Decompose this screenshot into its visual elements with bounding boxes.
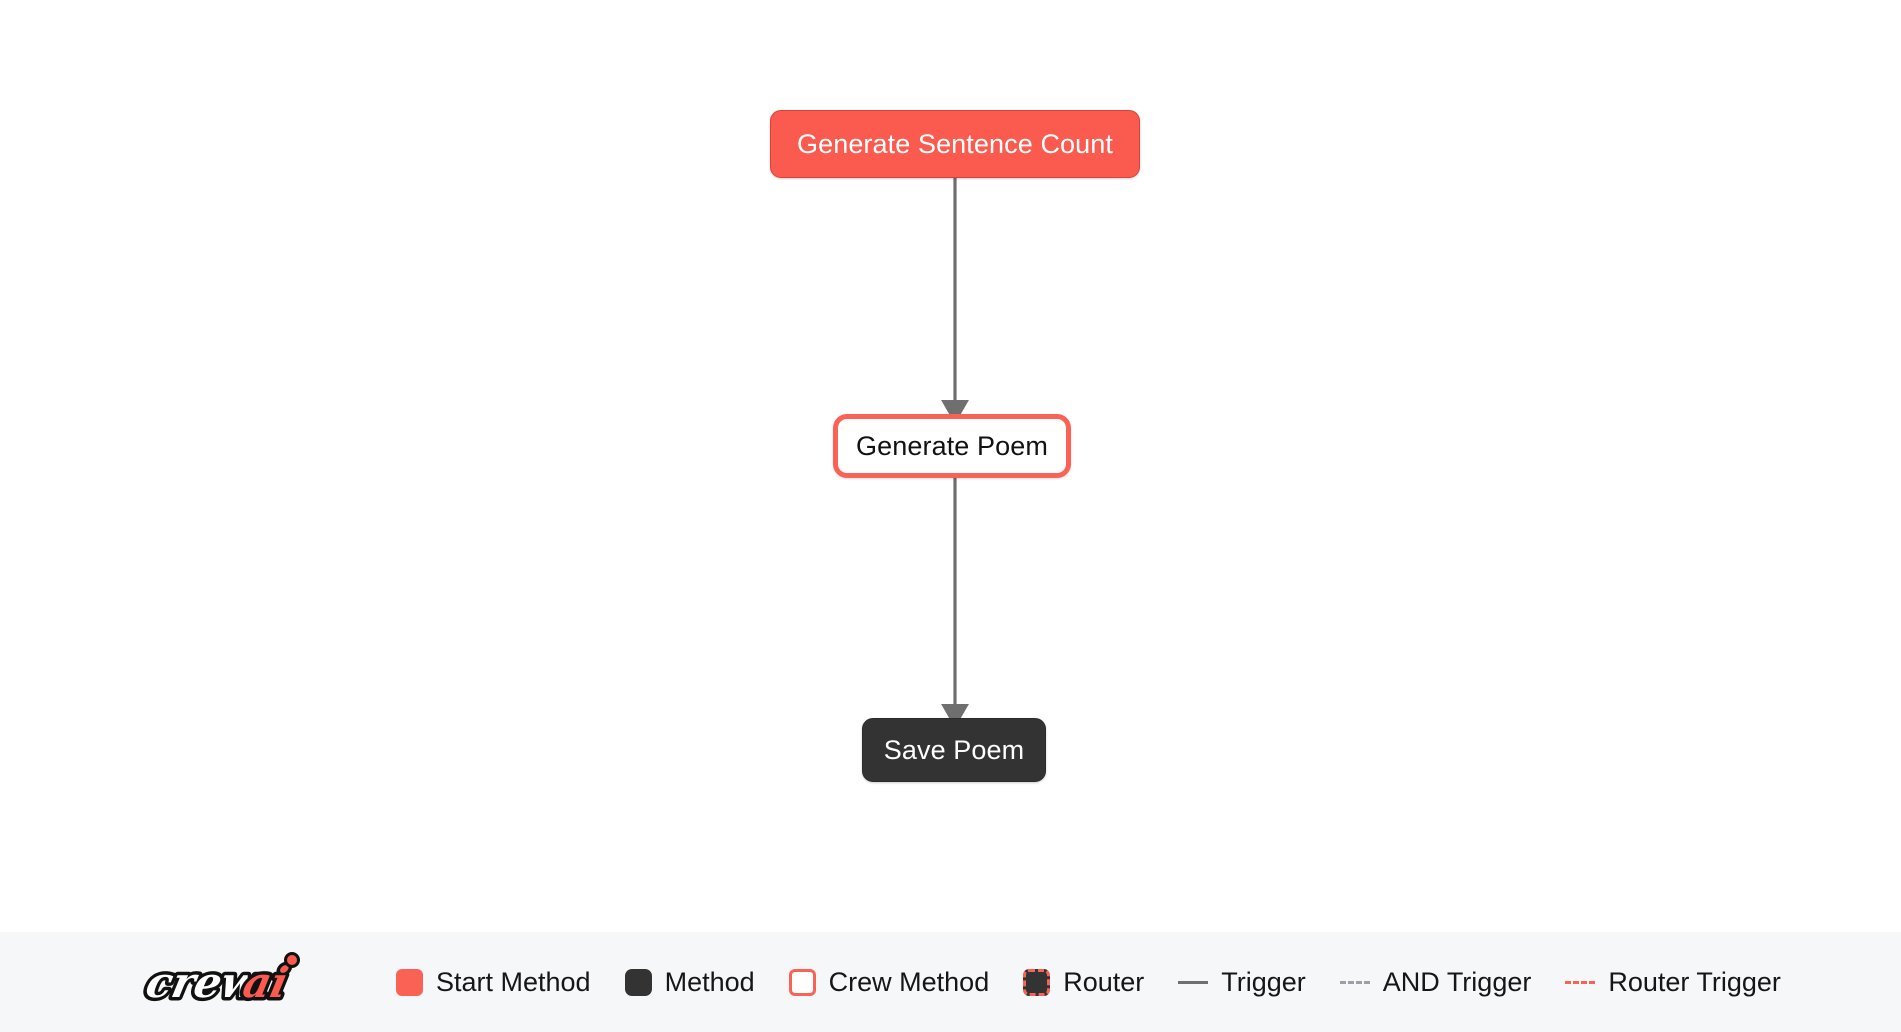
logo-text-crew: crew bbox=[142, 958, 265, 1007]
legend-bar: crew ai Start Method Method Crew Method … bbox=[0, 932, 1901, 1032]
router-trigger-line-icon bbox=[1565, 980, 1596, 984]
legend-item-method: Method bbox=[624, 966, 755, 998]
legend-label: Crew Method bbox=[828, 966, 990, 997]
node-label: Generate Sentence Count bbox=[796, 128, 1114, 159]
logo-text-ai: ai bbox=[239, 958, 293, 1007]
flow-diagram-canvas[interactable]: Generate Sentence Count Generate Poem Sa… bbox=[0, 0, 1901, 932]
legend-label: Method bbox=[664, 966, 755, 997]
legend-label: Router bbox=[1063, 966, 1145, 997]
router-swatch-icon bbox=[1023, 968, 1051, 996]
legend-label: Router Trigger bbox=[1608, 966, 1781, 997]
node-generate-sentence-count[interactable]: Generate Sentence Count bbox=[770, 110, 1140, 178]
legend-item-crew-method: Crew Method bbox=[788, 966, 990, 998]
legend-label: AND Trigger bbox=[1382, 966, 1532, 997]
node-label: Save Poem bbox=[883, 734, 1025, 765]
legend-item-start-method: Start Method bbox=[396, 967, 591, 998]
method-swatch-icon bbox=[624, 968, 652, 996]
and-trigger-line-icon bbox=[1339, 980, 1370, 984]
legend-item-trigger: Trigger bbox=[1178, 967, 1306, 998]
legend-item-and-trigger: AND Trigger bbox=[1339, 966, 1532, 998]
legend-item-router-trigger: Router Trigger bbox=[1565, 967, 1781, 998]
trigger-line-icon bbox=[1178, 980, 1209, 984]
legend-label: Trigger bbox=[1221, 966, 1306, 997]
legend-label: Start Method bbox=[436, 966, 591, 997]
node-save-poem[interactable]: Save Poem bbox=[862, 718, 1046, 782]
legend-item-router: Router bbox=[1023, 967, 1144, 998]
start-method-swatch-icon bbox=[396, 968, 423, 996]
crew-method-swatch-icon bbox=[788, 968, 816, 996]
crewai-logo: crew ai bbox=[138, 952, 300, 1011]
node-label: Generate Poem bbox=[856, 430, 1048, 461]
node-generate-poem[interactable]: Generate Poem bbox=[833, 414, 1071, 478]
logo-dot-icon bbox=[284, 952, 300, 968]
